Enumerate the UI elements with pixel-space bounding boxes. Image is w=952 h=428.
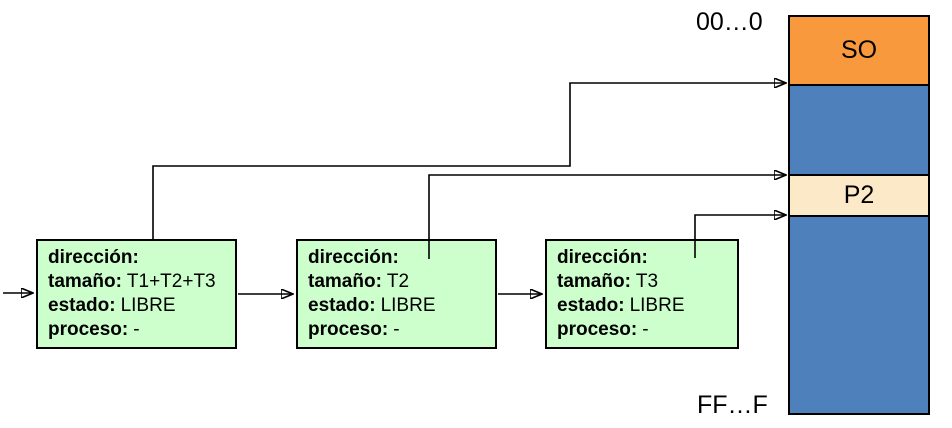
node1-address-pointer-arrow	[152, 83, 785, 239]
field-proceso: proceso:-	[557, 319, 649, 340]
memory-segment-free-2	[790, 215, 928, 413]
field-direccion: dirección:	[308, 247, 399, 268]
free-list-node-3: dirección: tamaño:T3 estado:LIBRE proces…	[545, 239, 739, 349]
memory-map-column: SO P2	[788, 15, 930, 415]
free-list-node-1: dirección: tamaño:T1+T2+T3 estado:LIBRE …	[36, 239, 237, 349]
segment-label-so: SO	[840, 36, 878, 64]
memory-segment-so: SO	[790, 17, 928, 84]
field-tamano: tamaño:T3	[557, 271, 659, 292]
field-estado: estado:LIBRE	[557, 295, 685, 316]
address-bottom-label: FF…F	[697, 391, 768, 419]
field-estado: estado:LIBRE	[308, 295, 436, 316]
free-list-node-2: dirección: tamaño:T2 estado:LIBRE proces…	[296, 239, 497, 349]
segment-label-p2: P2	[843, 181, 875, 209]
field-proceso: proceso:-	[48, 319, 140, 340]
field-tamano: tamaño:T1+T2+T3	[48, 271, 216, 292]
field-direccion: dirección:	[557, 247, 648, 268]
memory-segment-p2: P2	[790, 174, 928, 215]
field-tamano: tamaño:T2	[308, 271, 410, 292]
field-proceso: proceso:-	[308, 319, 400, 340]
memory-segment-free-1	[790, 84, 928, 174]
address-top-label: 00…0	[696, 8, 763, 36]
field-estado: estado:LIBRE	[48, 295, 176, 316]
field-direccion: dirección:	[48, 247, 139, 268]
